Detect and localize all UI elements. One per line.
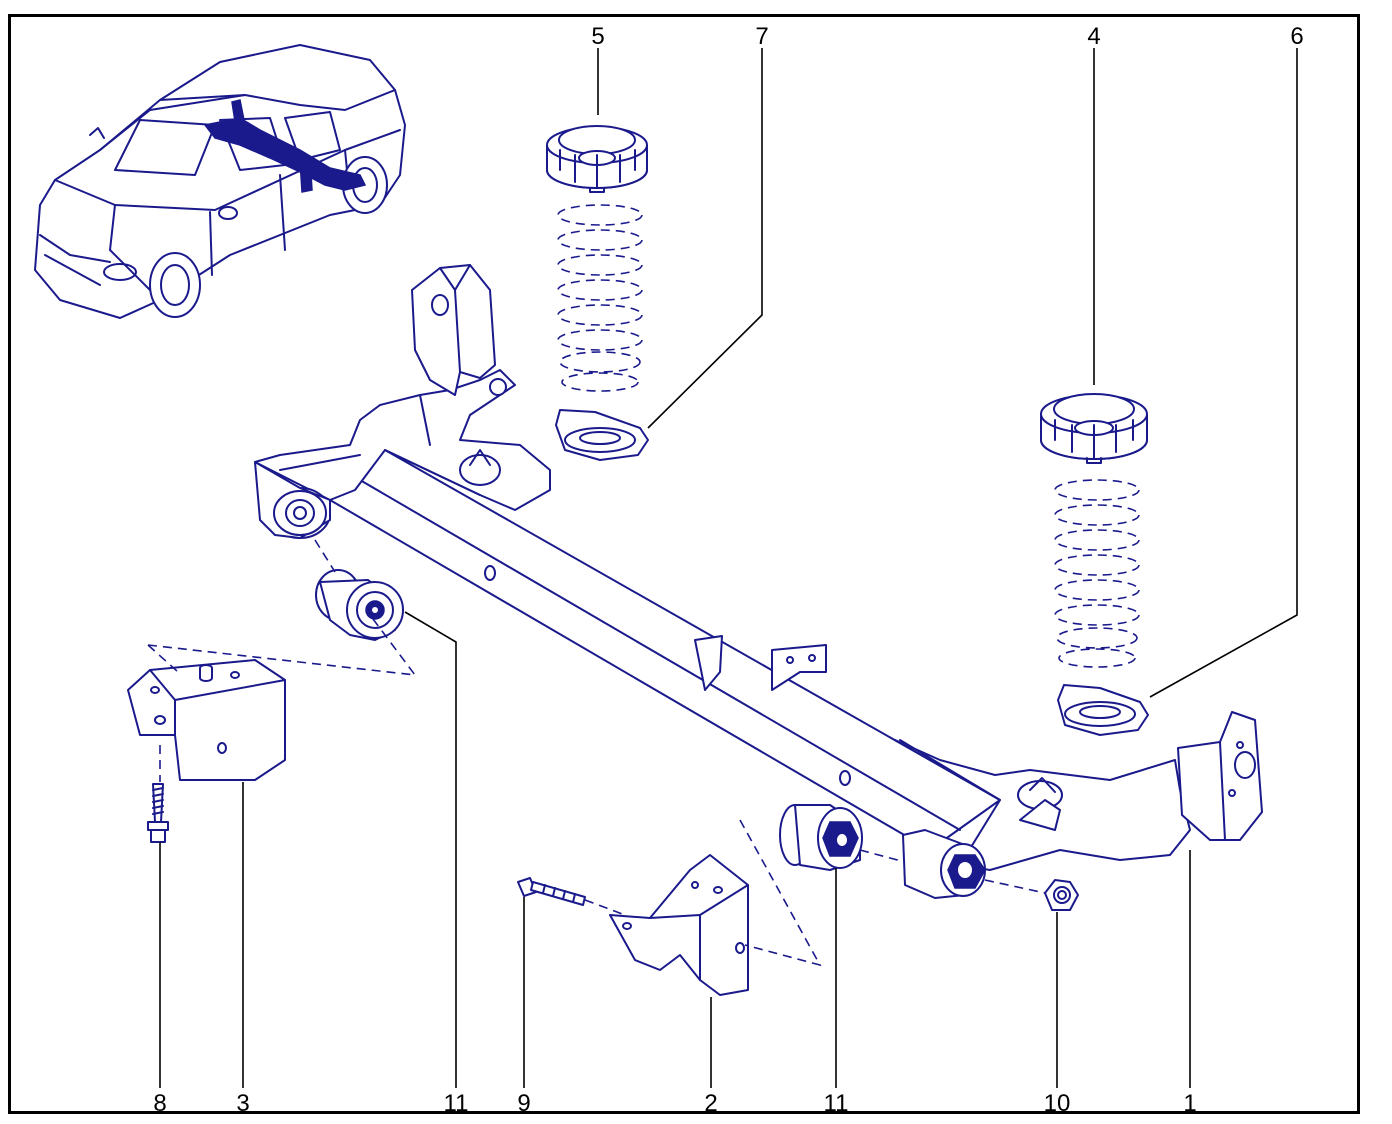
upper-spring-seat-5 — [546, 125, 648, 193]
mounting-bracket-2 — [609, 854, 749, 996]
callout-10: 10 — [1044, 1090, 1071, 1117]
leader-lines — [159, 48, 1298, 1088]
lower-spring-pad-7 — [555, 409, 649, 461]
bolt-8 — [147, 783, 169, 843]
lower-spring-pad-6 — [1057, 684, 1149, 736]
callout-5: 5 — [591, 23, 604, 50]
callout-11-left: 11 — [444, 1090, 469, 1117]
bush-11-left — [315, 569, 404, 641]
upper-spring-seat-4 — [1040, 393, 1148, 464]
callout-3: 3 — [236, 1090, 249, 1117]
rear-axle-beam-1 — [254, 264, 1263, 899]
callout-9: 9 — [517, 1090, 530, 1117]
mounting-bracket-3 — [127, 659, 286, 781]
bush-11-right — [779, 804, 863, 871]
callout-labels: 1 2 3 4 5 6 7 8 9 10 11 11 — [153, 23, 1303, 1117]
callout-2: 2 — [704, 1090, 717, 1117]
callout-7: 7 — [755, 23, 768, 50]
nut-10 — [1044, 879, 1079, 911]
callout-8: 8 — [153, 1090, 166, 1117]
assembly-guide-lines — [147, 539, 1046, 967]
car-thumbnail-illustration — [34, 44, 406, 319]
callout-1: 1 — [1183, 1090, 1196, 1117]
callout-4: 4 — [1087, 23, 1100, 50]
coil-spring-left — [557, 204, 643, 392]
coil-spring-right — [1054, 479, 1140, 668]
bolt-9 — [517, 877, 586, 906]
callout-6: 6 — [1290, 23, 1303, 50]
callout-11-right: 11 — [824, 1090, 849, 1117]
